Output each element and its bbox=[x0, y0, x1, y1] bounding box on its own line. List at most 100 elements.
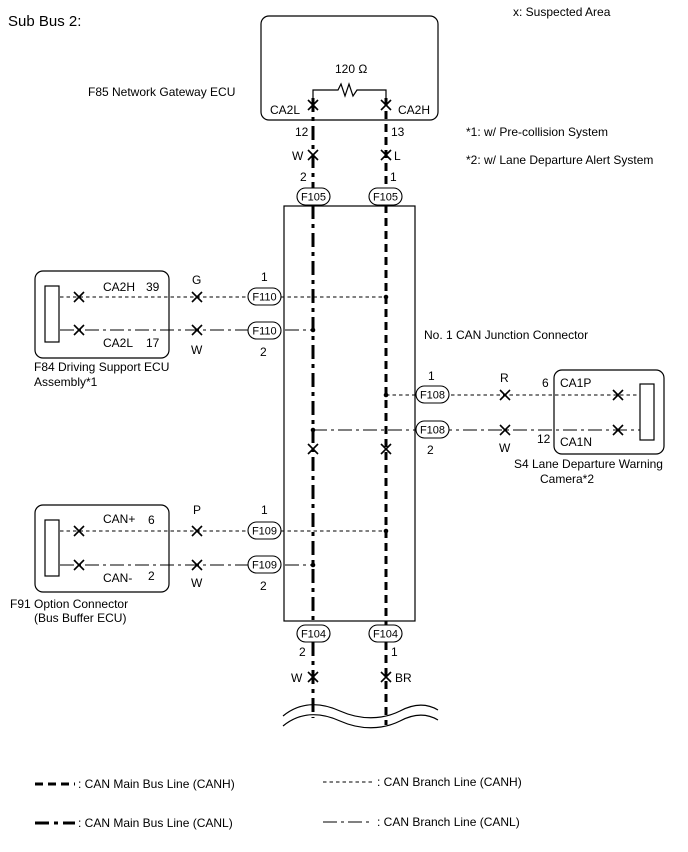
dsecu-pin-ca2l: CA2L bbox=[103, 336, 133, 350]
resistor-value: 120 Ω bbox=[335, 62, 367, 76]
camera-label-2: Camera*2 bbox=[540, 472, 594, 486]
suspected-x-icon bbox=[73, 291, 85, 303]
dsecu-pin-num-39: 39 bbox=[146, 280, 160, 294]
f110-pin-2: 2 bbox=[260, 345, 267, 359]
camera-box bbox=[553, 369, 665, 455]
camera-label: S4 Lane Departure Warning bbox=[514, 457, 663, 471]
f108-connector-l bbox=[415, 420, 450, 439]
suspected-x-icon bbox=[612, 389, 624, 401]
suspected-x-icon bbox=[73, 525, 85, 537]
f104-pin-1: 1 bbox=[391, 645, 398, 659]
gateway-ecu-box bbox=[260, 15, 439, 121]
dsecu-pin-num-17: 17 bbox=[146, 336, 160, 350]
f108-label-l: F108 bbox=[420, 425, 445, 437]
wire-color-w: W bbox=[292, 149, 304, 163]
suspected-x-icon bbox=[380, 99, 392, 111]
page-title: Sub Bus 2: bbox=[8, 13, 81, 30]
option-connector-label: F91 Option Connector bbox=[10, 597, 128, 611]
break-line-top bbox=[282, 704, 439, 719]
f104-wire-br: BR bbox=[395, 671, 412, 685]
dsecu-wire-w: W bbox=[191, 343, 203, 357]
f105-left-connector bbox=[296, 187, 331, 206]
f108-connector-h bbox=[415, 385, 450, 404]
f108-pin-2: 2 bbox=[427, 443, 434, 457]
legend-branch-canl: : CAN Branch Line (CANL) bbox=[377, 815, 520, 829]
camera-wire-w: W bbox=[499, 441, 511, 455]
option-pin-num-6: 6 bbox=[148, 513, 155, 527]
driving-support-ecu-label-2: Assembly*1 bbox=[34, 375, 98, 389]
gateway-pin-num-12: 12 bbox=[295, 125, 309, 139]
camera-pin-num-6: 6 bbox=[542, 376, 549, 390]
junction-dot bbox=[383, 528, 389, 534]
suspected-x-icon bbox=[307, 99, 319, 111]
option-pin-can-plus: CAN+ bbox=[103, 512, 135, 526]
f109-connector-l bbox=[247, 555, 282, 574]
note-1: *1: w/ Pre-collision System bbox=[466, 125, 608, 139]
legend-main-canh: : CAN Main Bus Line (CANH) bbox=[78, 777, 235, 791]
gateway-pin-num-13: 13 bbox=[391, 125, 405, 139]
f110-label-l: F110 bbox=[252, 326, 276, 338]
option-wire-p: P bbox=[193, 503, 201, 517]
gateway-pin-ca2l: CA2L bbox=[270, 103, 300, 117]
suspected-x-icon bbox=[73, 559, 85, 571]
f109-pin-1: 1 bbox=[261, 503, 268, 517]
f110-label-h: F110 bbox=[252, 292, 276, 304]
suspected-x-icon bbox=[380, 671, 392, 683]
f108-label-h: F108 bbox=[420, 390, 445, 402]
wire-color-l: L bbox=[394, 149, 401, 163]
suspected-x-icon bbox=[380, 149, 392, 161]
suspected-x-icon bbox=[499, 389, 511, 401]
suspected-x-icon bbox=[191, 291, 203, 303]
termination-resistor bbox=[312, 82, 387, 98]
suspected-area-note: x: Suspected Area bbox=[513, 5, 611, 19]
option-connector-label-2: (Bus Buffer ECU) bbox=[34, 611, 126, 625]
gateway-pin-ca2h: CA2H bbox=[398, 103, 430, 117]
note-2: *2: w/ Lane Departure Alert System bbox=[466, 153, 653, 167]
junction-dot bbox=[310, 562, 316, 568]
f104-wire-w: W bbox=[291, 671, 303, 685]
suspected-x-icon bbox=[191, 324, 203, 336]
camera-pin-ca1n: CA1N bbox=[560, 435, 592, 449]
legend-branch-canh: : CAN Branch Line (CANH) bbox=[377, 775, 522, 789]
f105-pin-1: 1 bbox=[390, 170, 397, 184]
junction-connector-label: No. 1 CAN Junction Connector bbox=[424, 328, 588, 342]
junction-dot bbox=[310, 427, 316, 433]
driving-support-ecu-label: F84 Driving Support ECU bbox=[34, 360, 169, 374]
suspected-x-icon bbox=[307, 443, 319, 455]
dsecu-pin-ca2h: CA2H bbox=[103, 280, 135, 294]
f110-connector-l bbox=[247, 321, 282, 340]
f108-pin-1: 1 bbox=[428, 369, 435, 383]
junction-dot bbox=[383, 392, 389, 398]
option-wire-w: W bbox=[191, 576, 203, 590]
legend-main-canl: : CAN Main Bus Line (CANL) bbox=[78, 816, 233, 830]
driving-support-ecu-box bbox=[34, 270, 170, 359]
break-line-bottom bbox=[282, 714, 439, 729]
camera-pin-ca1p: CA1P bbox=[560, 376, 591, 390]
suspected-x-icon bbox=[191, 525, 203, 537]
f105-left-label: F105 bbox=[301, 192, 326, 204]
suspected-x-icon bbox=[499, 424, 511, 436]
f109-label-h: F109 bbox=[252, 526, 277, 538]
suspected-x-icon bbox=[73, 324, 85, 336]
option-connector-box bbox=[34, 504, 170, 593]
f109-label-l: F109 bbox=[252, 560, 277, 572]
f104-left-label: F104 bbox=[301, 629, 326, 641]
f105-right-connector bbox=[368, 187, 403, 206]
junction-dot bbox=[310, 327, 316, 333]
camera-pin-num-12: 12 bbox=[537, 432, 551, 446]
suspected-x-icon bbox=[307, 671, 319, 683]
junction-connector-box bbox=[283, 205, 416, 622]
suspected-x-icon bbox=[191, 559, 203, 571]
f105-pin-2: 2 bbox=[300, 170, 307, 184]
junction-dot bbox=[383, 294, 389, 300]
suspected-x-icon bbox=[612, 424, 624, 436]
f110-connector-h bbox=[247, 287, 282, 306]
f110-pin-1: 1 bbox=[261, 270, 268, 284]
camera-wire-r: R bbox=[500, 371, 509, 385]
option-connector-plug bbox=[44, 519, 60, 577]
option-pin-can-minus: CAN- bbox=[103, 571, 132, 585]
suspected-x-icon bbox=[307, 149, 319, 161]
gateway-ecu-label: F85 Network Gateway ECU bbox=[88, 85, 235, 99]
f104-right-label: F104 bbox=[373, 629, 398, 641]
